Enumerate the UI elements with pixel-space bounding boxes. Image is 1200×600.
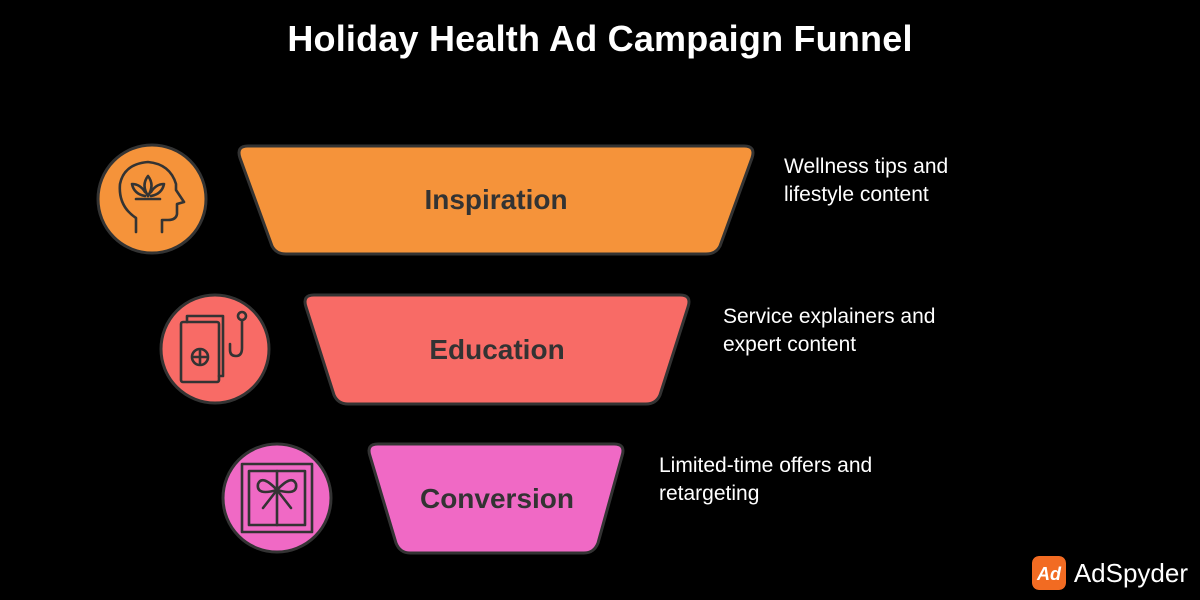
description-line: retargeting bbox=[659, 482, 760, 505]
description-line: Limited-time offers and bbox=[659, 454, 873, 477]
description-line: expert content bbox=[723, 333, 857, 356]
funnel-stage-inspiration: Inspiration bbox=[96, 143, 755, 256]
description-line: Service explainers and bbox=[723, 305, 936, 328]
icon-circle-education bbox=[159, 293, 271, 405]
gift-box-icon bbox=[240, 462, 314, 534]
brand-watermark: Ad AdSpyder bbox=[1031, 556, 1188, 590]
book-stethoscope-icon bbox=[179, 310, 248, 384]
description-education: Service explainers and expert content bbox=[723, 303, 1023, 359]
funnel-label-education: Education bbox=[429, 334, 564, 365]
funnel-stage-education: Education bbox=[159, 293, 691, 406]
description-line: Wellness tips and bbox=[784, 155, 949, 178]
funnel-stage-conversion: Conversion bbox=[221, 442, 625, 555]
svg-text:Ad: Ad bbox=[1036, 564, 1062, 584]
funnel-band-inspiration bbox=[237, 144, 755, 256]
funnel-label-conversion: Conversion bbox=[420, 483, 574, 514]
brand-name: AdSpyder bbox=[1073, 557, 1188, 588]
page-title: Holiday Health Ad Campaign Funnel bbox=[287, 18, 913, 59]
adspyder-logo-icon: Ad bbox=[1031, 556, 1066, 590]
description-inspiration: Wellness tips and lifestyle content bbox=[784, 153, 1084, 209]
funnel-band-conversion bbox=[367, 442, 625, 555]
head-lotus-icon bbox=[118, 160, 186, 234]
description-line: lifestyle content bbox=[784, 183, 929, 206]
funnel-label-inspiration: Inspiration bbox=[424, 184, 567, 215]
funnel-band-education bbox=[303, 293, 691, 406]
description-conversion: Limited-time offers and retargeting bbox=[659, 452, 959, 508]
